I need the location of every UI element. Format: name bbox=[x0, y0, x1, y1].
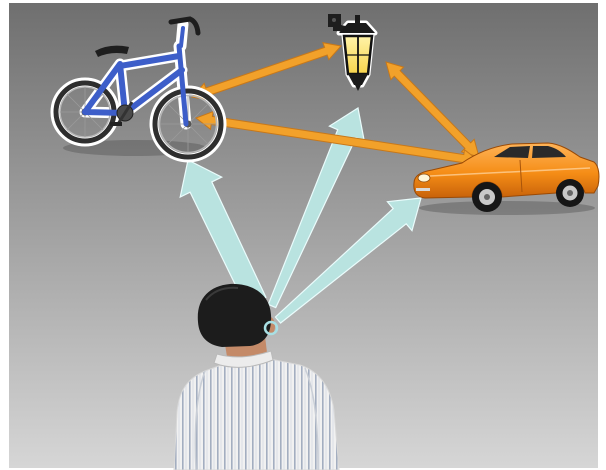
bicycle-icon bbox=[50, 16, 227, 163]
street-lamp-icon bbox=[328, 14, 378, 91]
car-windshield bbox=[494, 146, 530, 158]
saddle bbox=[95, 45, 129, 57]
sports-car-icon bbox=[413, 142, 600, 215]
gaze-arrows bbox=[179, 107, 422, 324]
shirt-collar bbox=[213, 350, 274, 368]
bicycle-frame bbox=[82, 26, 189, 127]
shirt bbox=[173, 358, 340, 470]
hair bbox=[197, 283, 272, 347]
handlebar bbox=[168, 16, 201, 36]
gaze-origin-ring bbox=[263, 320, 279, 336]
car-front-wheel bbox=[472, 182, 502, 212]
gaze-arrow-to-car bbox=[274, 197, 422, 324]
lamp-cap bbox=[339, 23, 375, 33]
lamp-base bbox=[348, 74, 368, 85]
car-headlight bbox=[417, 173, 431, 183]
car-rear-wheel bbox=[556, 179, 584, 207]
car-side-window bbox=[532, 146, 566, 158]
person-icon bbox=[173, 283, 340, 470]
